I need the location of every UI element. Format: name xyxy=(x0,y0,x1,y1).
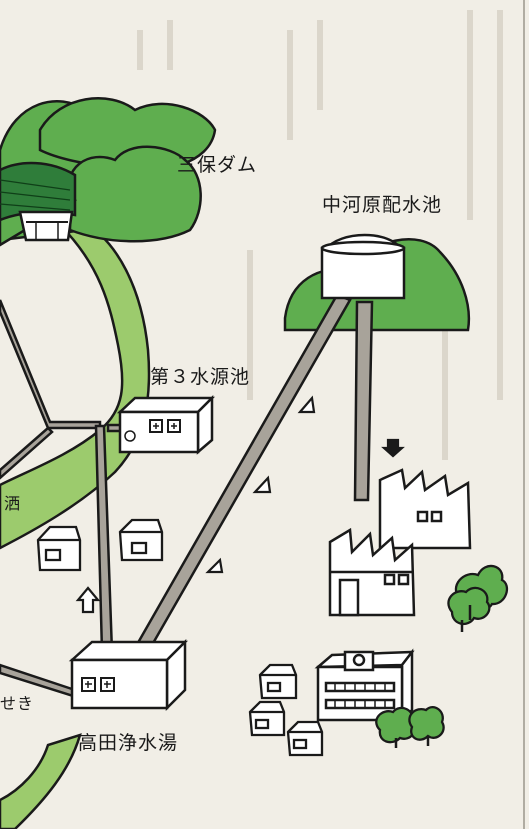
source3-building xyxy=(116,394,216,455)
source3-label: 第３水源池 xyxy=(150,366,251,388)
tree-icon xyxy=(375,564,509,744)
plant-label: 高田浄水湯 xyxy=(78,732,179,754)
dam-label: 三保ダム xyxy=(177,154,258,176)
water-pipes xyxy=(0,293,374,698)
arrow-icon xyxy=(75,395,405,614)
tree-trunks xyxy=(394,605,472,748)
dam-icon xyxy=(0,161,77,242)
tank-icon xyxy=(320,233,406,300)
river xyxy=(0,218,151,829)
school-icon xyxy=(314,648,415,724)
left-edge-label: 洒 xyxy=(4,494,22,513)
background-print-texture xyxy=(137,10,503,460)
reservoir-label: 中河原配水池 xyxy=(322,194,443,216)
plant-building xyxy=(68,638,189,712)
house-icon xyxy=(36,518,324,757)
factory-icon xyxy=(328,468,472,617)
bottom-edge-label: せき xyxy=(0,694,35,713)
